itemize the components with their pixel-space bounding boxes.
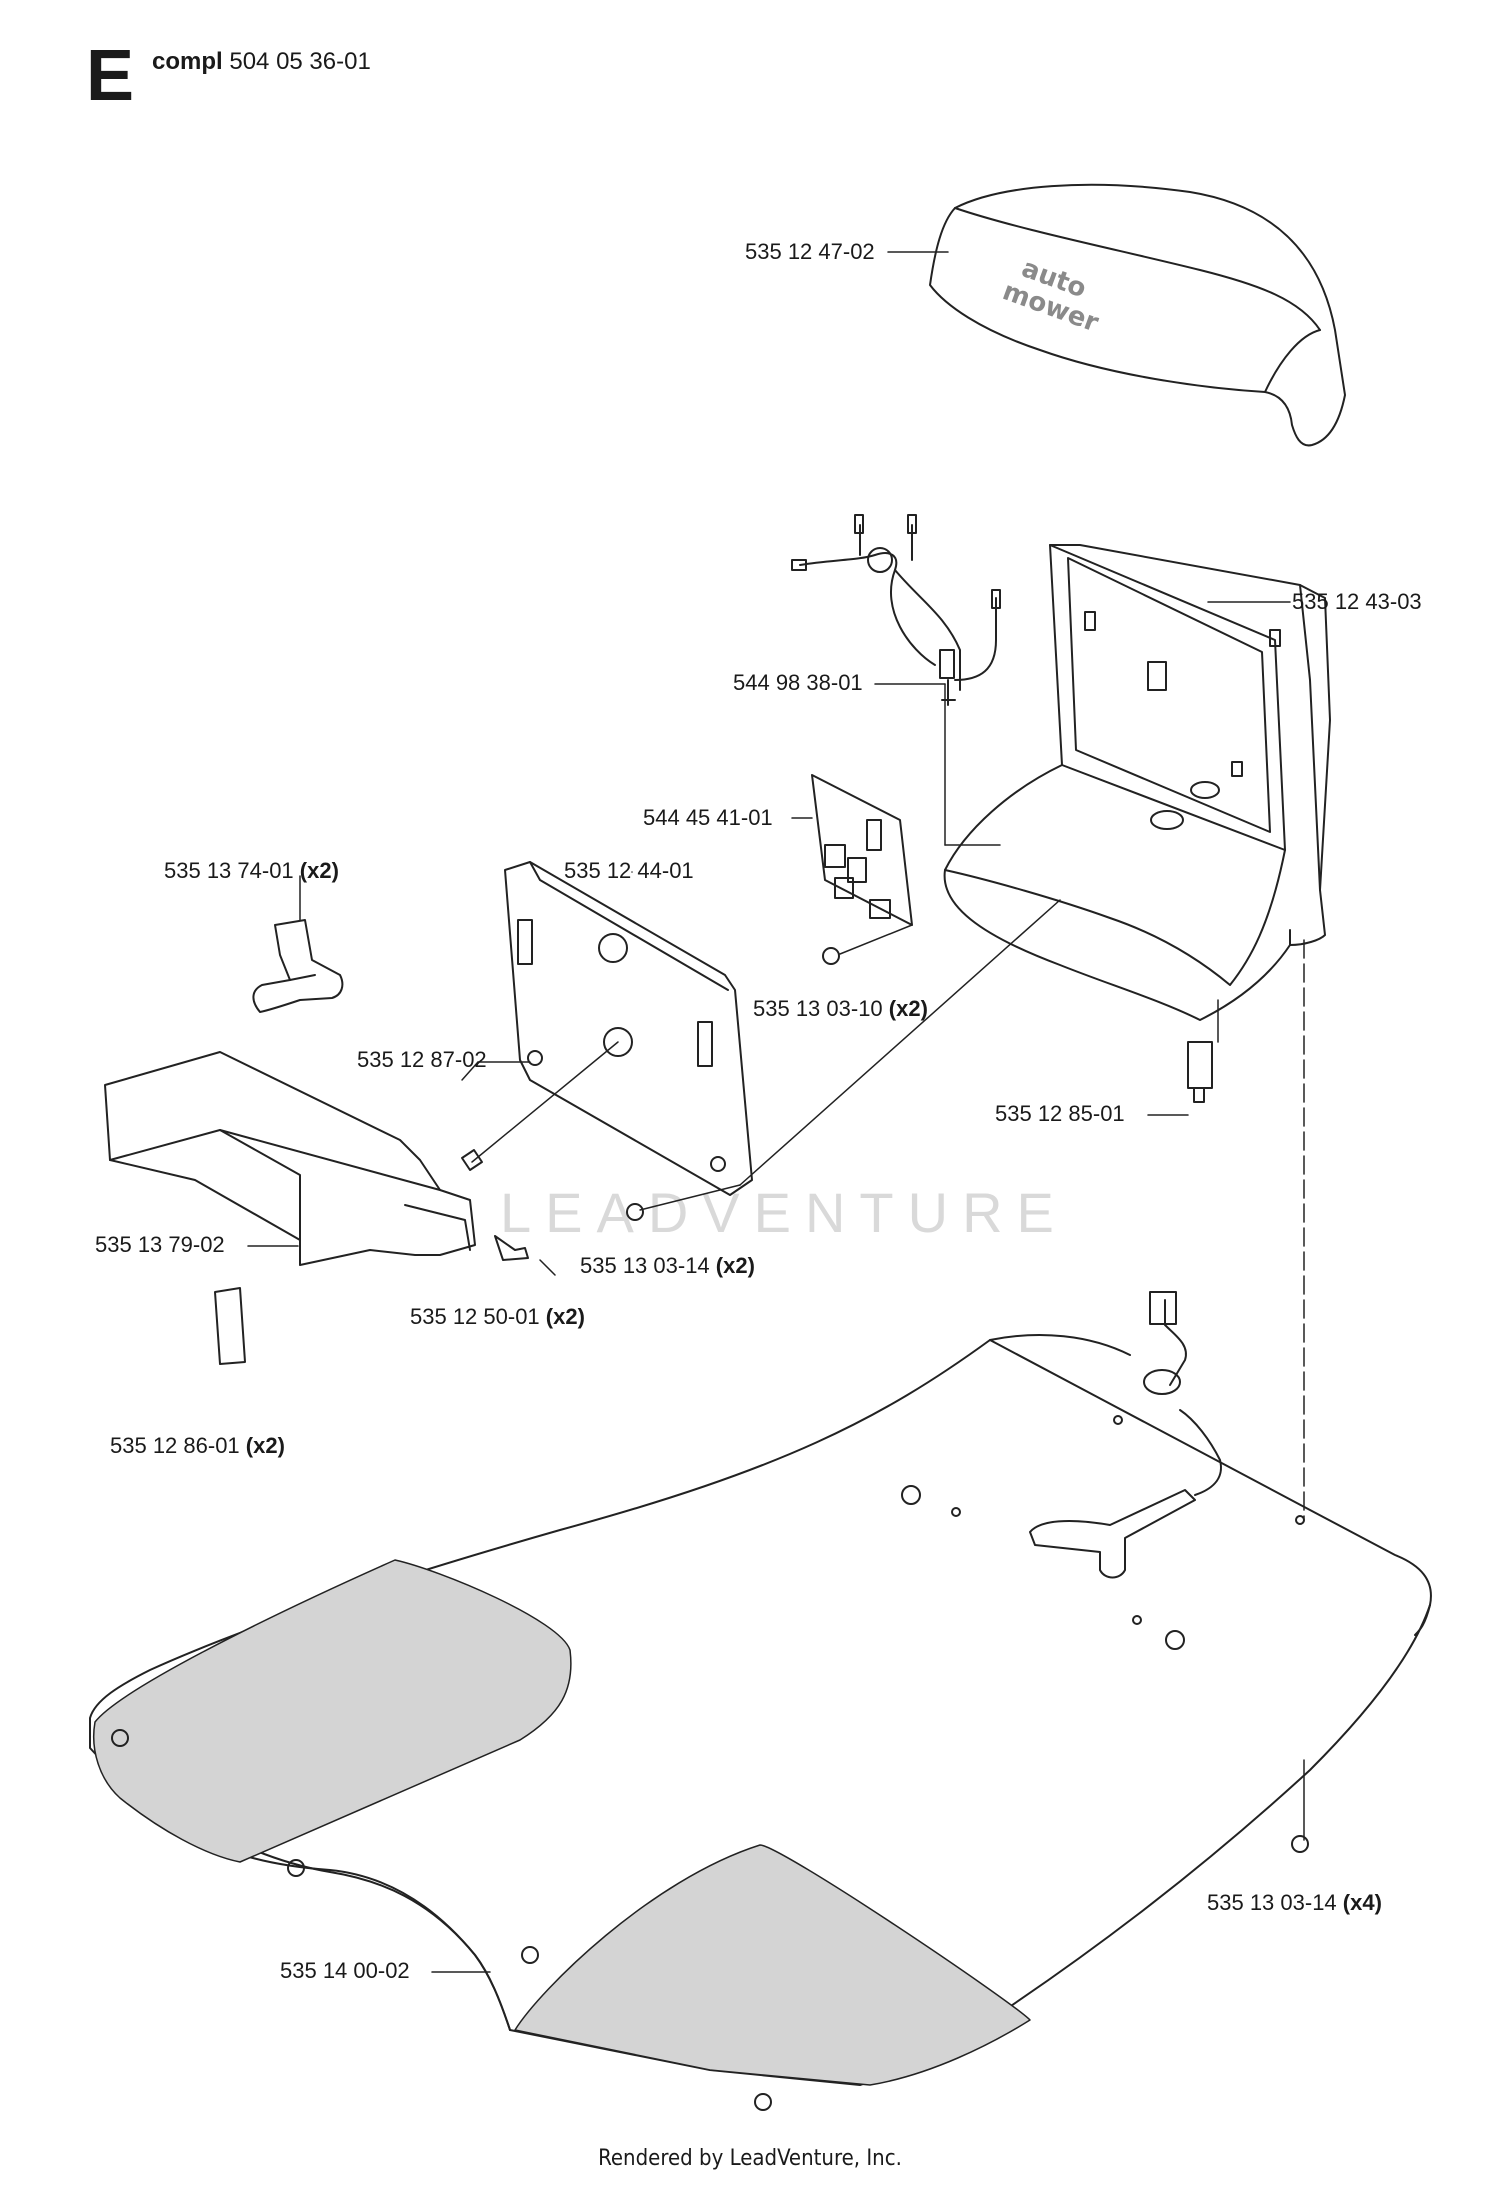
callout-label: 535 12 43-03 — [1292, 589, 1422, 614]
callout-label: 535 12 85-01 — [995, 1101, 1125, 1126]
circuit-board-part — [811, 774, 913, 926]
callout-label: 535 13 03-10 (x2) — [753, 996, 928, 1021]
base-plate-part — [89, 1291, 1432, 2111]
callout-label: 535 12 44-01 — [564, 858, 694, 883]
cover-logo: auto mower — [999, 253, 1103, 338]
wiring-harness-part — [791, 514, 1001, 706]
charging-cover-part — [104, 1051, 476, 1266]
assembly-keyword: compl — [152, 48, 223, 75]
callout-label: 535 13 74-01 (x2) — [164, 858, 339, 883]
assembly-number: compl 504 05 36-01 — [152, 48, 371, 76]
callout-label: 535 14 00-02 — [280, 1958, 410, 1983]
section-letter: E — [86, 36, 135, 116]
callout-label: 535 12 86-01 (x2) — [110, 1433, 285, 1458]
leader-lines — [247, 251, 1305, 1973]
callout-label: 535 13 79-02 — [95, 1232, 225, 1257]
callout-label: 535 12 47-02 — [745, 239, 875, 264]
base-housing-part — [943, 544, 1331, 1021]
assembly-part-number: 504 05 36-01 — [229, 48, 371, 75]
mounting-plate-part — [504, 861, 753, 1196]
top-cover-part — [929, 183, 1346, 447]
callout-label: 544 98 38-01 — [733, 670, 863, 695]
fasteners — [214, 947, 1309, 1853]
callout-label: 535 12 50-01 (x2) — [410, 1304, 585, 1329]
callout-label: 535 13 03-14 (x2) — [580, 1253, 755, 1278]
footer-credit: Rendered by LeadVenture, Inc. — [598, 2146, 902, 2171]
callout-label: 535 13 03-14 (x4) — [1207, 1890, 1382, 1915]
callout-label: 535 12 87-02 — [357, 1047, 487, 1072]
watermark: LEADVENTURE — [500, 1181, 1068, 1244]
callout-label: 544 45 41-01 — [643, 805, 773, 830]
clip-part — [252, 919, 344, 1013]
